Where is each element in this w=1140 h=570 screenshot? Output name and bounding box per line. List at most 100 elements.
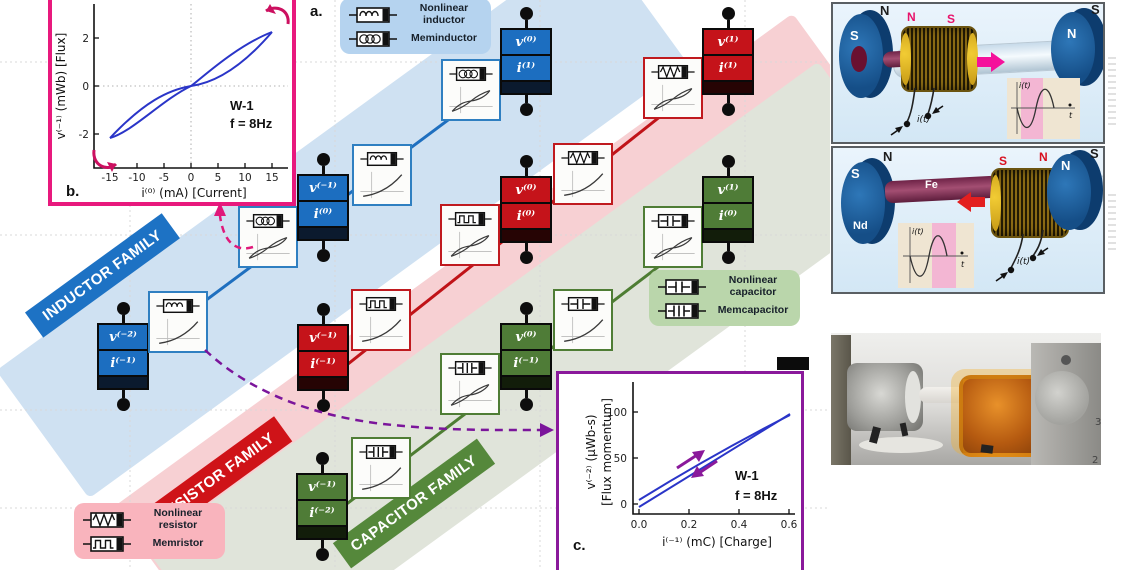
device-annotation: W-1 (230, 98, 254, 113)
coil-cap (967, 33, 978, 85)
element-v0-i-1: v⁽⁰⁾ i⁽⁻¹⁾ (500, 302, 552, 411)
legend-label: Meminductor (411, 32, 477, 45)
inductor-legend: Nonlinear inductor Meminductor (340, 0, 491, 55)
memcapacitor-inset (440, 353, 500, 415)
monotonic-curve-icon (358, 316, 404, 344)
terminal-stem (320, 540, 324, 548)
capacitor-symbol-icon (559, 295, 607, 313)
pinched-loop-icon (448, 86, 494, 114)
legend-label: Nonlinear capacitor (728, 274, 778, 298)
terminal-stem (524, 315, 528, 323)
resistor-symbol-icon (649, 63, 697, 81)
terminal-stem (726, 20, 730, 28)
current-waveform-inset: i(t) t (898, 223, 974, 288)
subfigure-a-label: a. (310, 3, 323, 20)
coil-pole-n: N (907, 10, 916, 24)
terminal-dot (315, 452, 329, 465)
y-tick: 0 (620, 499, 627, 511)
pinched-loop-icon (447, 231, 493, 259)
voltage-order-label: v⁽⁰⁾ (502, 178, 550, 204)
voltage-order-label: v⁽⁻¹⁾ (299, 326, 347, 352)
memcapacitor-symbol-icon (656, 301, 708, 321)
legend-row: Memristor (81, 534, 218, 554)
voltage-order-label: v⁽⁰⁾ (502, 325, 550, 351)
meminductor-symbol-icon (244, 212, 292, 230)
box-base (502, 82, 550, 93)
pinched-loop-icon (245, 233, 291, 261)
legend-label: Memcapacitor (717, 304, 789, 317)
voltage-order-label: v⁽¹⁾ (704, 30, 752, 56)
terminal-dot (316, 153, 330, 166)
inset-x-label: t (1069, 111, 1073, 120)
pole-label-n: N (880, 3, 890, 18)
frequency-annotation: f = 8Hz (735, 488, 778, 503)
wire-current-label: i(t) (917, 115, 930, 125)
plot-b-canvas: 2 0 -2 -15 -10 -5 0 5 10 15 v⁽⁻¹⁾ (mWb) … (54, 4, 290, 200)
element-v0-i1: v⁽⁰⁾ i⁽¹⁾ (500, 7, 552, 116)
current-waveform: i(t) t (903, 227, 968, 283)
cropped-edge-marks (1108, 55, 1116, 125)
voltage-order-label: v⁽⁻¹⁾ (298, 475, 346, 501)
current-order-label: i⁽⁻¹⁾ (502, 351, 550, 377)
terminal-dot (519, 251, 533, 264)
capacitor-symbol-icon (656, 277, 708, 297)
hysteresis-plot-b: 2 0 -2 -15 -10 -5 0 5 10 15 v⁽⁻¹⁾ (mWb) … (48, 0, 296, 206)
voltage-order-label: v⁽⁻²⁾ (99, 325, 147, 351)
terminal-stem (320, 465, 324, 473)
x-tick: 15 (265, 172, 278, 184)
terminal-stem (524, 243, 528, 251)
capacitor-legend: Nonlinear capacitor Memcapacitor (649, 270, 800, 327)
current-waveform: i(t) t (1011, 81, 1075, 134)
terminal-stem (726, 95, 730, 103)
terminal-dot (316, 399, 330, 412)
memcapacitor-symbol-icon (357, 443, 405, 461)
resistor-legend: Nonlinear resistor Memristor (74, 503, 225, 560)
voltage-order-label: v⁽¹⁾ (704, 178, 752, 204)
nonlinear-inductor-inset (352, 144, 412, 206)
memcapacitor-inset (351, 437, 411, 499)
box-base (99, 377, 147, 388)
terminal-dot (116, 302, 130, 315)
terminal-stem (524, 95, 528, 103)
pole-label-n: N (1061, 158, 1071, 173)
element-v-1-i-2: v⁽⁻¹⁾ i⁽⁻²⁾ (296, 452, 348, 561)
terminal-dot (721, 103, 735, 116)
legend-row: Nonlinear inductor (347, 2, 484, 26)
terminal-dot (519, 302, 533, 315)
terminal-dot (116, 398, 130, 411)
right-ring-magnet (1047, 154, 1091, 230)
rod-material-label: Fe (925, 179, 938, 191)
monotonic-curve-icon (560, 316, 606, 344)
copper-coil (900, 26, 978, 92)
legend-label: Nonlinear resistor (153, 507, 203, 531)
memristor-symbol-icon (81, 534, 133, 554)
terminal-dot (519, 398, 533, 411)
x-tick: 0.2 (681, 519, 698, 531)
motion-arrow-left (957, 192, 985, 212)
pole-label-n: N (1067, 26, 1077, 41)
element-v-1-i-1: v⁽⁻¹⁾ i⁽⁻¹⁾ (297, 303, 349, 412)
terminal-stem (524, 390, 528, 398)
current-waveform-inset: i(t) t (1007, 78, 1080, 139)
element-v1-i0: v⁽¹⁾ i⁽⁰⁾ (702, 155, 754, 264)
photo-bracket-hole (1061, 355, 1071, 365)
plot-c-canvas: 100 50 0 0.0 0.2 0.4 0.6 v⁽⁻²⁾ (μWb-s) [… (573, 382, 798, 554)
photo-left-plate (831, 335, 851, 465)
legend-row: Memcapacitor (656, 301, 793, 321)
pinched-loop-icon (447, 380, 493, 408)
monotonic-curve-icon (359, 171, 405, 199)
photo-magnet-face (905, 371, 921, 423)
meminductor-inset (238, 206, 298, 268)
terminal-stem (321, 316, 325, 324)
x-tick: -15 (101, 172, 118, 184)
box-base (299, 378, 347, 389)
y-tick: 0 (82, 81, 89, 93)
current-order-label: i⁽⁰⁾ (502, 204, 550, 230)
terminal-stem (121, 315, 125, 323)
box-base (502, 377, 550, 388)
frequency-annotation: f = 8Hz (230, 116, 273, 131)
resistor-symbol-icon (81, 510, 133, 530)
coil-magnet-illustration-forward: N S N S N S i(t) t i(t) (831, 2, 1105, 144)
terminal-dot (721, 155, 735, 168)
